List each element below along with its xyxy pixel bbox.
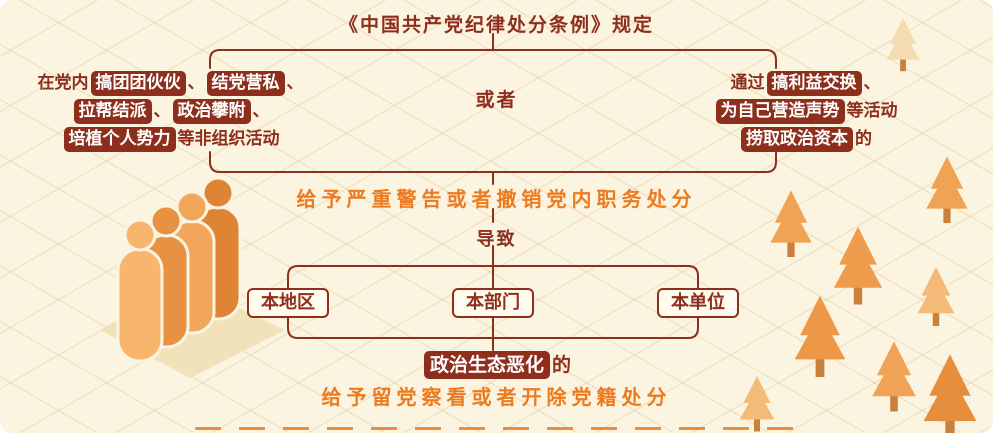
violation-tag: 政治攀附 xyxy=(172,99,251,124)
penalty-expulsion-text: 给予留党察看或者开除党籍处分 xyxy=(321,385,672,409)
text-segment: 等活动 xyxy=(846,101,898,121)
right-branch: 通过搞利益交换、 为自己营造声势等活动 捞取政治资本的 xyxy=(688,70,923,154)
text-segment: 通过 xyxy=(730,73,765,93)
or-connector: 或者 xyxy=(475,89,518,111)
text-segment: 、 xyxy=(187,73,205,93)
right-branch-line-1: 通过搞利益交换、 xyxy=(688,70,923,97)
text-segment: 、 xyxy=(252,101,270,121)
scope-box-unit: 本单位 xyxy=(657,288,739,318)
text-segment: 在党内 xyxy=(37,73,89,93)
regulation-title: 《中国共产党纪律处分条例》规定 xyxy=(338,14,654,36)
right-branch-line-3: 捞取政治资本的 xyxy=(688,126,923,153)
split-brace xyxy=(287,265,699,289)
violation-tag: 为自己营造声势 xyxy=(715,99,845,124)
text-segment: 、 xyxy=(153,101,171,121)
text-segment: 、 xyxy=(863,73,881,93)
left-branch-line-1: 在党内搞团团伙伙、结党营私、 xyxy=(28,70,313,97)
crowd-icon xyxy=(100,176,285,378)
merge-brace xyxy=(209,151,777,173)
text-segment: 的 xyxy=(552,354,572,376)
right-branch-line-2: 为自己营造声势等活动 xyxy=(688,98,923,125)
left-branch: 在党内搞团团伙伙、结党营私、 拉帮结派、政治攀附、 培植个人势力等非组织活动 xyxy=(28,70,313,154)
violation-tag: 捞取政治资本 xyxy=(741,127,853,152)
violation-tag: 结党营私 xyxy=(206,71,285,96)
leads-to-label: 导致 xyxy=(476,229,517,250)
text-segment: 等非组织活动 xyxy=(177,129,280,149)
text-segment: 的 xyxy=(855,129,872,149)
violation-tag: 搞利益交换 xyxy=(766,71,862,96)
bottom-dashed-divider xyxy=(195,427,798,430)
violation-tag: 拉帮结派 xyxy=(73,99,152,124)
result-text: 政治生态恶化的 xyxy=(0,350,993,379)
left-branch-line-3: 培植个人势力等非组织活动 xyxy=(28,126,313,153)
violation-tag: 培植个人势力 xyxy=(63,127,176,152)
scope-box-region: 本地区 xyxy=(247,288,329,318)
text-segment: 、 xyxy=(286,73,304,93)
penalty-warning-text: 给予严重警告或者撤销党内职务处分 xyxy=(296,187,697,211)
violation-tag: 搞团团伙伙 xyxy=(90,71,186,96)
result-tag: 政治生态恶化 xyxy=(423,351,550,379)
top-brace xyxy=(209,49,777,69)
scope-box-department: 本部门 xyxy=(452,288,534,318)
left-branch-line-2: 拉帮结派、政治攀附、 xyxy=(28,98,313,125)
